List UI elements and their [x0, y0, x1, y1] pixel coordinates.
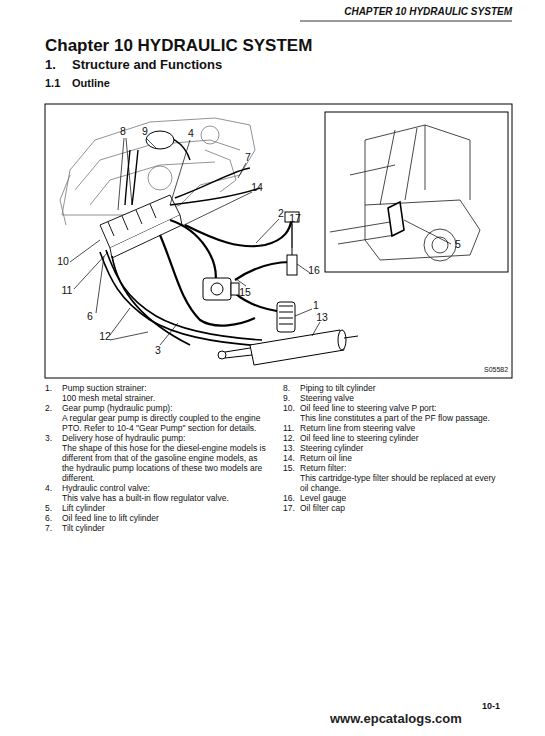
section-heading: Outline: [72, 77, 110, 89]
callout-number: 6: [87, 311, 93, 322]
callout-number: 9: [142, 126, 148, 137]
item-number: 13.: [283, 443, 295, 453]
callout-number: 15: [239, 287, 251, 298]
callout-number: 13: [316, 312, 328, 323]
callout-number: 1: [313, 300, 319, 311]
part-description: This cartridge-type filter should be rep…: [300, 473, 505, 493]
running-header: CHAPTER 10 HYDRAULIC SYSTEM: [344, 6, 512, 17]
parts-list-item: 6. Oil feed line to lift cylinder: [45, 513, 267, 523]
part-description: 100 mesh metal strainer.: [62, 393, 267, 403]
part-name: Pump suction strainer:: [62, 383, 267, 393]
section-heading: Structure and Functions: [72, 57, 222, 72]
part-name: Oil feed line to steering cylinder: [300, 433, 505, 443]
parts-list-column: 1. Pump suction strainer:100 mesh metal s…: [45, 383, 267, 533]
parts-list-item: 17. Oil filter cap: [283, 503, 505, 513]
figure-code: S05582: [484, 366, 508, 373]
callout-number: 17: [289, 213, 301, 224]
parts-list-item: 5. Lift cylinder: [45, 503, 267, 513]
callout-number: 11: [62, 285, 73, 296]
parts-list-item: 12. Oil feed line to steering cylinder: [283, 433, 505, 443]
part-name: Steering cylinder: [300, 443, 505, 453]
callout-number: 8: [120, 126, 126, 137]
part-name: Hydraulic control valve:: [62, 483, 267, 493]
part-name: Piping to tilt cylinder: [300, 383, 505, 393]
parts-list-item: 15. Return filter:This cartridge-type fil…: [283, 463, 505, 493]
callout-number: 7: [245, 152, 251, 163]
parts-list-item: 7. Tilt cylinder: [45, 523, 267, 533]
callout-number: 12: [99, 331, 111, 342]
part-name: Oil filter cap: [300, 503, 505, 513]
part-name: Oil feed line to lift cylinder: [62, 513, 267, 523]
part-name: Oil feed line to steering valve P port:: [300, 403, 505, 413]
part-name: Tilt cylinder: [62, 523, 267, 533]
callout-number: 16: [308, 265, 320, 276]
item-number: 1.: [45, 383, 52, 393]
chapter-title: Chapter 10 HYDRAULIC SYSTEM: [45, 36, 312, 56]
parts-list-item: 10. Oil feed line to steering valve P por…: [283, 403, 505, 423]
part-name: Return filter:: [300, 463, 505, 473]
callout-number: 3: [155, 345, 161, 356]
part-description: This line constitutes a part of the PF f…: [300, 413, 505, 423]
section-number: 1.1: [45, 77, 60, 89]
watermark: www.epcatalogs.com: [330, 711, 462, 726]
part-description: A regular gear pump is directly coupled …: [62, 413, 267, 433]
parts-list-item: 16. Level gauge: [283, 493, 505, 503]
part-name: Lift cylinder: [62, 503, 267, 513]
item-number: 2.: [45, 403, 52, 413]
item-number: 10.: [283, 403, 295, 413]
callout-number: 14: [251, 182, 263, 193]
callout-number: 10: [57, 256, 69, 267]
part-name: Steering valve: [300, 393, 505, 403]
item-number: 3.: [45, 433, 52, 443]
callout-number: 5: [455, 239, 461, 250]
item-number: 12.: [283, 433, 295, 443]
part-description: This valve has a built-in flow regulator…: [62, 493, 267, 503]
part-name: Level gauge: [300, 493, 505, 503]
part-name: Return line from steering valve: [300, 423, 505, 433]
item-number: 6.: [45, 513, 52, 523]
part-description: The shape of this hose for the diesel-en…: [62, 443, 267, 483]
section-number: 1.: [45, 57, 56, 72]
item-number: 15.: [283, 463, 295, 473]
callout-number: 4: [188, 128, 194, 139]
item-number: 5.: [45, 503, 52, 513]
item-number: 7.: [45, 523, 52, 533]
parts-list-item: 11. Return line from steering valve: [283, 423, 505, 433]
parts-list-item: 8. Piping to tilt cylinder: [283, 383, 505, 393]
page-number: 10-1: [482, 701, 500, 711]
parts-list-item: 3. Delivery hose of hydraulic pump:The sh…: [45, 433, 267, 483]
callout-number: 2: [278, 208, 284, 219]
parts-list-column: 8. Piping to tilt cylinder 9. Steering valv…: [283, 383, 505, 513]
parts-list-item: 2. Gear pump (hydraulic pump):A regular g…: [45, 403, 267, 433]
parts-list-item: 1. Pump suction strainer:100 mesh metal s…: [45, 383, 267, 403]
part-name: Gear pump (hydraulic pump):: [62, 403, 267, 413]
part-name: Return oil line: [300, 453, 505, 463]
item-number: 11.: [283, 423, 294, 433]
parts-list-item: 14. Return oil line: [283, 453, 505, 463]
item-number: 17.: [283, 503, 295, 513]
item-number: 9.: [283, 393, 290, 403]
part-name: Delivery hose of hydraulic pump:: [62, 433, 267, 443]
parts-list-item: 13. Steering cylinder: [283, 443, 505, 453]
item-number: 14.: [283, 453, 295, 463]
parts-list-item: 4. Hydraulic control valve:This valve has…: [45, 483, 267, 503]
item-number: 8.: [283, 383, 290, 393]
item-number: 16.: [283, 493, 295, 503]
parts-list-item: 9. Steering valve: [283, 393, 505, 403]
item-number: 4.: [45, 483, 52, 493]
